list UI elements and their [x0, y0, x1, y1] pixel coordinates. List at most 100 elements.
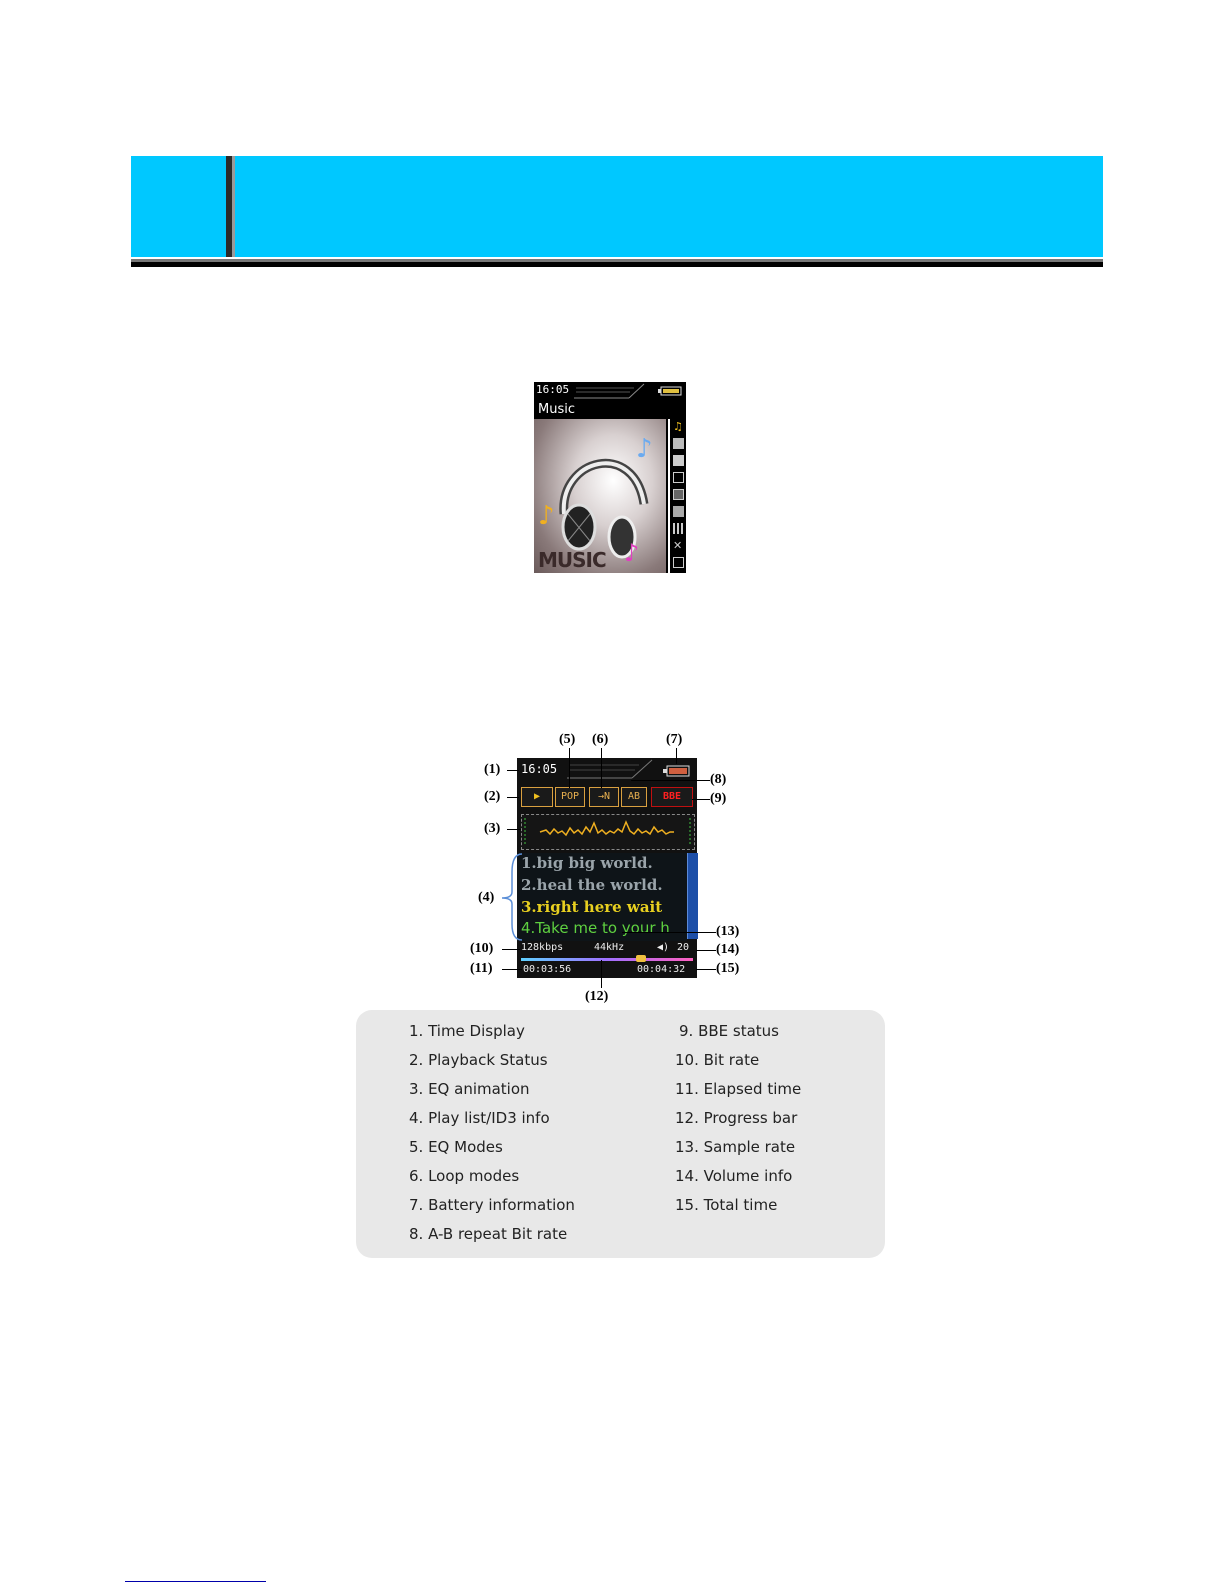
callout-9: (9)	[710, 791, 727, 806]
legend-item: 12. Progress bar	[675, 1109, 798, 1127]
record-icon[interactable]	[673, 506, 684, 517]
callout-15-leader	[696, 969, 716, 970]
player-status-row: 16:05	[517, 758, 697, 780]
total-time: 00:04:32	[637, 964, 686, 975]
music-art: ♪ ♪ ♪ MUSIC	[534, 419, 666, 573]
legend-item: 2. Playback Status	[409, 1051, 548, 1069]
callout-12: (12)	[585, 989, 609, 1004]
callout-3-leader	[507, 829, 521, 830]
header-banner	[131, 156, 1103, 257]
callout-10: (10)	[470, 941, 494, 956]
progress-bar[interactable]	[521, 958, 693, 961]
bbe-chip: BBE	[651, 787, 693, 807]
callout-2: (2)	[484, 789, 501, 804]
status-row-decoration	[567, 759, 653, 779]
callout-13-leader	[622, 932, 716, 933]
callout-3: (3)	[484, 821, 501, 836]
volume-icon: ◀)	[657, 942, 670, 953]
menu-title: Music	[538, 402, 575, 417]
legend-item: 15. Total time	[675, 1196, 778, 1214]
eq-waveform	[524, 818, 691, 846]
svg-text:♪: ♪	[538, 501, 555, 531]
legend-item: 8. A-B repeat Bit rate	[409, 1225, 568, 1243]
photo-icon[interactable]	[673, 472, 684, 483]
banner-left-block	[131, 156, 226, 257]
legend-item: 4. Play list/ID3 info	[409, 1109, 550, 1127]
eq-animation	[521, 814, 695, 850]
legend-item: 13. Sample rate	[675, 1138, 796, 1156]
player-time: 16:05	[521, 762, 558, 776]
voice-icon[interactable]	[673, 438, 684, 449]
legend-item: 14. Volume info	[675, 1167, 793, 1185]
callout-1-leader	[507, 770, 519, 771]
callout-15: (15)	[716, 961, 740, 976]
callout-7: (7)	[666, 732, 683, 747]
legend-item: 10. Bit rate	[675, 1051, 760, 1069]
status-bar-decoration	[574, 383, 645, 399]
menu-time: 16:05	[536, 383, 570, 396]
battery-icon	[658, 386, 682, 396]
menu-sidebar: ♫ ✕	[668, 419, 686, 573]
settings-icon[interactable]: ✕	[673, 539, 683, 552]
header-rule-gray	[131, 259, 1103, 262]
game-icon[interactable]	[673, 557, 684, 568]
legend-item: 6. Loop modes	[409, 1167, 520, 1185]
banner-main-block	[235, 156, 1103, 257]
svg-text:♪: ♪	[624, 539, 639, 567]
callout-11-leader	[502, 969, 522, 970]
legend-item: 3. EQ animation	[409, 1080, 530, 1098]
callout-5: (5)	[559, 732, 576, 747]
callout-1: (1)	[484, 762, 501, 777]
header-rule-black	[131, 262, 1103, 267]
loop-mode-chip: →N	[589, 787, 619, 807]
legend-box: 1. Time Display 2. Playback Status 3. EQ…	[356, 1010, 885, 1258]
bit-rate: 128kbps	[521, 942, 564, 953]
ab-repeat-chip: AB	[621, 787, 647, 807]
legend-item: 7. Battery information	[409, 1196, 575, 1214]
play-icon: ▶	[533, 791, 541, 802]
video-icon[interactable]	[673, 489, 684, 500]
playlist-panel: 1.big big world. 2.heal the world. 3.rig…	[517, 853, 687, 941]
callout-11: (11)	[470, 961, 493, 976]
callout-12-leader	[601, 960, 602, 988]
sample-rate: 44kHz	[594, 942, 625, 953]
callout-9-leader	[692, 799, 710, 800]
legend-item: 1. Time Display	[409, 1022, 525, 1040]
playlist-item[interactable]: 2.heal the world.	[521, 876, 663, 894]
callout-13: (13)	[716, 924, 740, 939]
music-note-icon[interactable]: ♫	[673, 420, 683, 433]
svg-text:♪: ♪	[636, 434, 653, 464]
callout-8: (8)	[710, 772, 727, 787]
callout-2-leader	[507, 797, 519, 798]
callout-10-leader	[502, 949, 520, 950]
playlist-item[interactable]: 1.big big world.	[521, 854, 653, 872]
banner-divider-shadow	[232, 156, 235, 257]
player-screen: 16:05 ▶ POP →N AB BBE 1.big big world. 2…	[517, 758, 698, 978]
callout-14-leader	[696, 950, 716, 951]
audio-info-row	[517, 941, 697, 957]
legend-item: 5. EQ Modes	[409, 1138, 503, 1156]
callout-7-leader	[676, 748, 677, 764]
callout-6: (6)	[592, 732, 609, 747]
callout-4-bracket	[501, 853, 523, 941]
legend-item: 9. BBE status	[679, 1022, 779, 1040]
playlist-scrollbar[interactable]	[687, 853, 698, 939]
callout-8-leader	[631, 780, 710, 781]
progress-knob[interactable]	[636, 955, 647, 962]
radio-icon[interactable]	[673, 455, 684, 466]
volume-level: 20	[677, 942, 690, 953]
callout-4: (4)	[478, 890, 495, 905]
music-menu-screen: 16:05 Music ♪ ♪ ♪ MUSIC ♫ ✕	[534, 382, 686, 573]
callout-5-leader	[569, 748, 570, 788]
ebook-icon[interactable]	[673, 523, 684, 534]
battery-icon	[663, 765, 690, 777]
music-art-label: MUSIC	[538, 548, 607, 572]
callout-14: (14)	[716, 942, 740, 957]
playlist-item-current[interactable]: 3.right here wait	[521, 898, 663, 916]
play-status-chip: ▶	[521, 787, 553, 807]
playlist-item[interactable]: 4.Take me to your h	[521, 919, 670, 937]
elapsed-time: 00:03:56	[523, 964, 572, 975]
footer-link-underline	[125, 1581, 266, 1582]
legend-item: 11. Elapsed time	[675, 1080, 802, 1098]
callout-6-leader	[601, 748, 602, 788]
